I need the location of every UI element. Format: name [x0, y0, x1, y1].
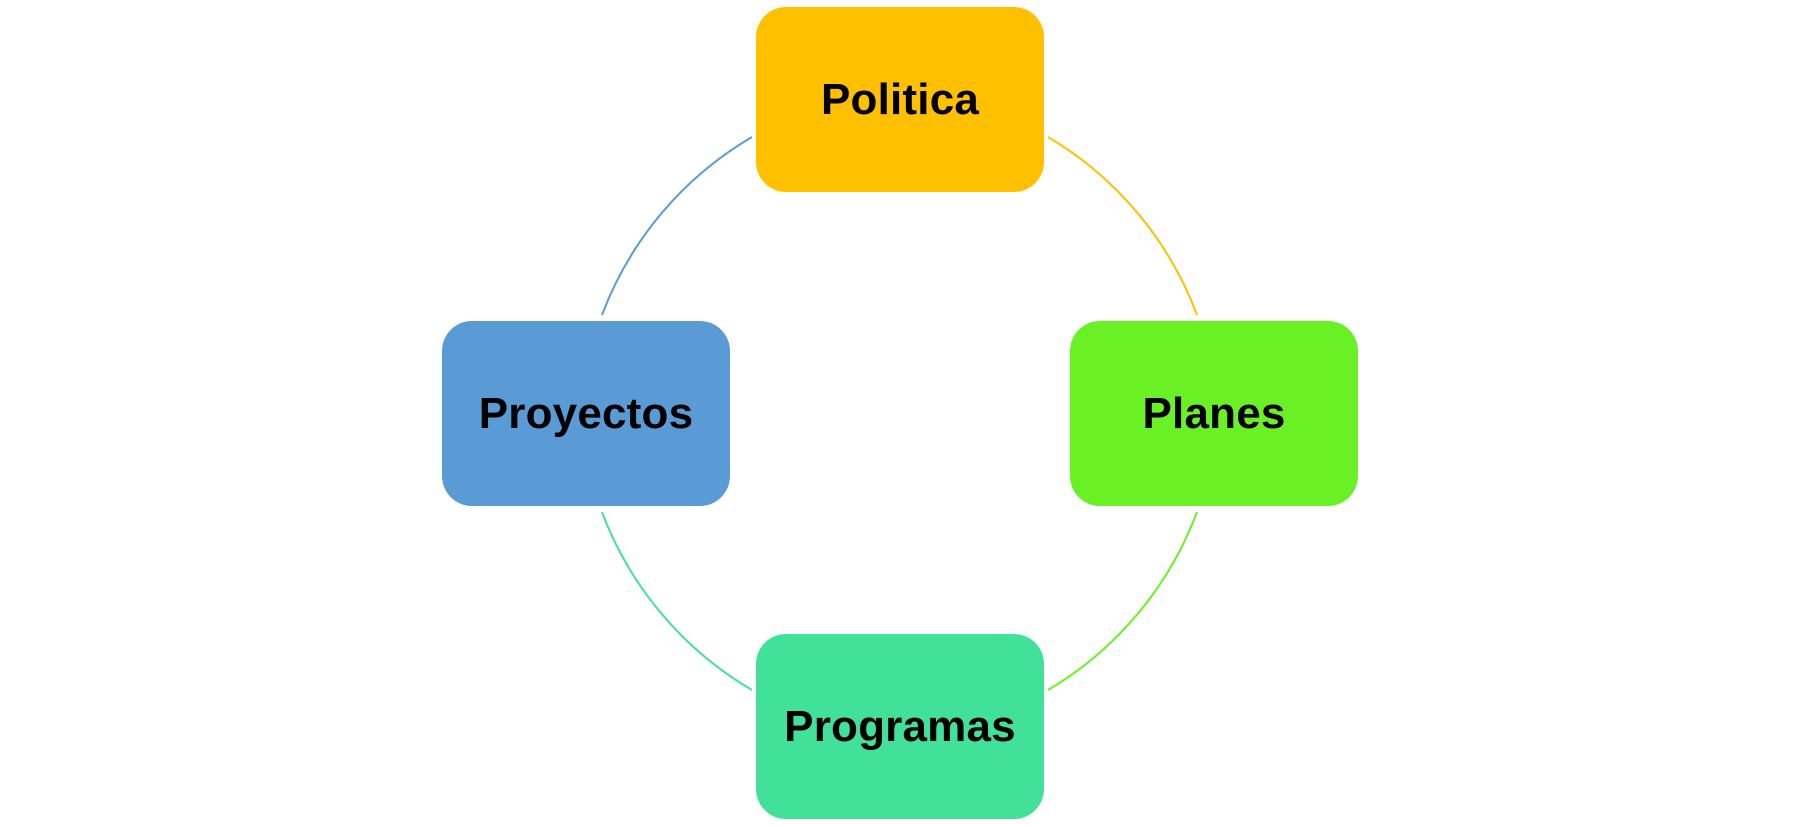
node-planes[interactable]: Planes [1070, 321, 1358, 506]
node-label-proyectos: Proyectos [478, 388, 694, 438]
node-label-politica: Politica [820, 74, 980, 124]
connector-programas-to-proyectos [601, 511, 753, 691]
connector-proyectos-to-politica [601, 136, 753, 316]
node-label-programas: Programas [784, 701, 1016, 751]
connector-politica-to-planes [1047, 136, 1198, 316]
connector-planes-to-programas [1047, 511, 1198, 691]
node-label-planes: Planes [1142, 388, 1286, 438]
node-politica[interactable]: Politica [756, 7, 1044, 192]
node-proyectos[interactable]: Proyectos [442, 321, 730, 506]
node-programas[interactable]: Programas [756, 634, 1044, 819]
